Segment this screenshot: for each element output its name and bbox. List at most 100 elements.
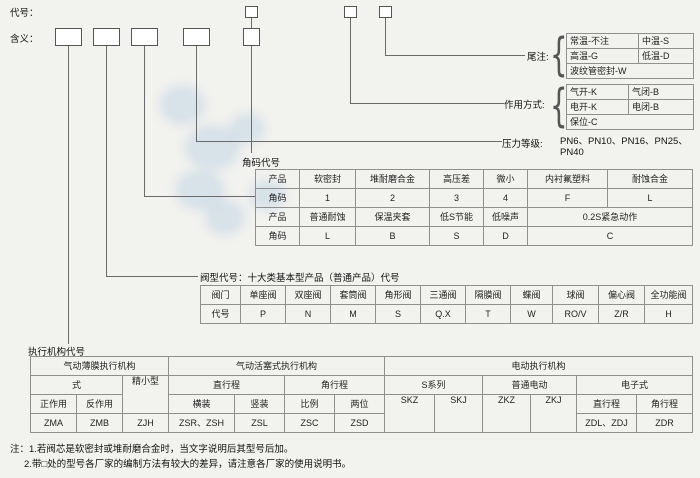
- valve-code-header: 代号: [200, 304, 241, 324]
- watermark-blob: [230, 113, 265, 143]
- actuator-code-cell: ZDR: [636, 413, 694, 433]
- actuator-table: 气动薄膜执行机构 气动活塞式执行机构 电动执行机构 式 精小型 直行程 角行程 …: [30, 356, 694, 433]
- valve-code-cell: S: [375, 304, 421, 324]
- connector-tail-v: [385, 18, 386, 55]
- corner-product-cell: 低S节能: [429, 207, 484, 227]
- actuator-head-cell: 反作用: [76, 394, 123, 414]
- connector-pressure-h: [196, 141, 502, 142]
- code-row-label: 代号：: [10, 8, 39, 19]
- valve-cell: 隔膜阀: [465, 285, 511, 305]
- tail-note-cell: 高温-G: [566, 48, 639, 64]
- valve-code-cell: Z/R: [598, 304, 645, 324]
- actuator-sub-header: S系列: [384, 375, 484, 395]
- meaning-row-label: 含义：: [10, 34, 39, 45]
- valve-code-cell: P: [240, 304, 286, 324]
- meaning-box-corner: [243, 28, 260, 46]
- connector-corner-code-top: [251, 18, 252, 28]
- corner-product-header: 产品: [255, 207, 300, 227]
- connector-valve-type-h: [106, 276, 198, 277]
- actuator-code-cell: SKZ: [384, 394, 436, 433]
- action-mode-cell: 电开-K: [566, 99, 629, 115]
- tail-note-cell: 中温-S: [638, 33, 694, 49]
- actuator-sub-header: 精小型: [122, 375, 169, 414]
- valve-cell: 角形阀: [375, 285, 421, 305]
- connector-pressure-v: [196, 46, 197, 141]
- action-mode-label: 作用方式:: [504, 100, 545, 111]
- actuator-code-cell: ZSL: [234, 413, 285, 433]
- valve-cell: 双座阀: [285, 285, 331, 305]
- actuator-group-header: 气动薄膜执行机构: [30, 356, 169, 376]
- connector-action-h: [350, 103, 504, 104]
- valve-cell: 蝶阀: [510, 285, 553, 305]
- valve-code-cell: H: [644, 304, 693, 324]
- valve-type-table: 阀门 单座阀 双座阀 套筒阀 角形阀 三通阀 隔膜阀 蝶阀 球阀 偏心阀 全功能…: [200, 285, 693, 324]
- valve-cell: 偏心阀: [598, 285, 645, 305]
- valve-code-cell: Q.X: [420, 304, 466, 324]
- code-box-action: [344, 6, 357, 18]
- corner-code-header: 角码: [255, 226, 300, 246]
- actuator-group-header: 气动活塞式执行机构: [167, 356, 386, 376]
- corner-code-cell: 1: [299, 188, 356, 208]
- actuator-head-cell: 比例: [284, 394, 335, 414]
- actuator-label: 执行机构代号: [28, 347, 86, 358]
- valve-code-cell: T: [465, 304, 511, 324]
- valve-code-cell: N: [285, 304, 331, 324]
- corner-code-cell: S: [429, 226, 484, 246]
- action-mode-brace: {: [550, 79, 568, 132]
- corner-code-cell: 4: [483, 188, 528, 208]
- actuator-head-cell: 正作用: [30, 394, 77, 414]
- valve-cell: 全功能阀: [644, 285, 693, 305]
- actuator-sub-header: 式: [30, 375, 123, 395]
- corner-product-header: 产品: [255, 169, 300, 189]
- footnote-1: 注：1.若阀芯是软密封或堆耐磨合金时，当文字说明后其型号后加。: [10, 444, 294, 455]
- corner-code-cell: C: [527, 226, 693, 246]
- tail-note-table: 常温-不注 中温-S 高温-G 低温-D 波纹管密封-W: [566, 33, 694, 79]
- actuator-code-cell: ZDL、ZDJ: [576, 413, 638, 433]
- actuator-sub-header: 角行程: [283, 375, 386, 395]
- meaning-box-corner-upper: [131, 28, 158, 46]
- valve-code-cell: M: [330, 304, 376, 324]
- valve-cell: 套筒阀: [330, 285, 376, 305]
- connector-corner-table-v: [144, 46, 145, 196]
- valve-code-cell: RO/V: [552, 304, 599, 324]
- connector-action-v: [350, 18, 351, 103]
- connector-tail-h: [385, 55, 525, 56]
- corner-product-cell: 低噪声: [483, 207, 528, 227]
- watermark-blob: [205, 200, 245, 235]
- action-mode-cell: 气闭-B: [628, 84, 694, 100]
- actuator-sub-header: 直行程: [168, 375, 285, 395]
- corner-product-cell: 堆耐磨合金: [355, 169, 430, 189]
- actuator-head-cell: 直行程: [576, 394, 638, 414]
- actuator-head-cell: 两位: [333, 394, 386, 414]
- actuator-code-cell: ZSD: [333, 413, 386, 433]
- actuator-head-cell: 竖装: [234, 394, 285, 414]
- corner-product-cell: 耐蚀合金: [607, 169, 693, 189]
- valve-cell: 球阀: [552, 285, 599, 305]
- action-mode-cell: 气开-K: [566, 84, 629, 100]
- action-mode-table: 气开-K 气闭-B 电开-K 电闭-B 保位-C: [566, 84, 694, 130]
- actuator-sub-header: 普通电动: [482, 375, 578, 395]
- actuator-code-cell: ZSR、ZSH: [168, 413, 235, 433]
- actuator-head-cell: 横装: [168, 394, 235, 414]
- footnote-2: 2.带□处的型号各厂家的编制方法有较大的差异，请注意各厂家的使用说明书。: [24, 459, 352, 470]
- actuator-code-cell: SKJ: [434, 394, 484, 433]
- corner-product-cell: 高压差: [429, 169, 484, 189]
- connector-corner-code-v: [251, 46, 252, 153]
- meaning-box-valve-type: [93, 28, 120, 46]
- actuator-code-cell: ZKJ: [530, 394, 578, 433]
- corner-product-cell: 软密封: [299, 169, 356, 189]
- corner-product-cell: 保温夹套: [355, 207, 430, 227]
- actuator-head-cell: 角行程: [636, 394, 694, 414]
- actuator-code-cell: ZSC: [284, 413, 335, 433]
- pressure-label: 压力等级:: [502, 139, 543, 150]
- corner-product-cell: 0.2S紧急动作: [527, 207, 693, 227]
- corner-code-cell: 2: [355, 188, 430, 208]
- corner-code-header: 角码: [255, 188, 300, 208]
- code-box-corner: [245, 6, 258, 18]
- corner-product-cell: 普通耐蚀: [299, 207, 356, 227]
- corner-product-cell: 微小: [483, 169, 528, 189]
- valve-type-label: 阀型代号：十大类基本型产品（普通产品）代号: [200, 273, 400, 284]
- tail-note-cell: 低温-D: [638, 48, 694, 64]
- valve-header: 阀门: [200, 285, 241, 305]
- watermark-blob: [185, 125, 240, 170]
